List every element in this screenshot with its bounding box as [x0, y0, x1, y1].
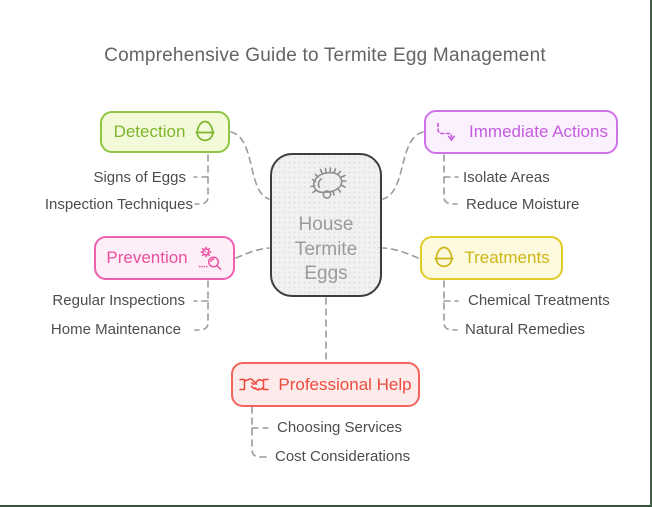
- termite-icon: [310, 167, 347, 199]
- subitem-regular-inspections: Regular Inspections: [52, 292, 185, 309]
- handshake-icon: [239, 377, 270, 390]
- node-treatments-label: Treatments: [464, 248, 550, 267]
- germ-magnifier-icon: [198, 246, 221, 270]
- subitem-home-maintenance: Home Maintenance: [50, 321, 181, 338]
- subitem-chemical-treatments: Chemical Treatments: [468, 292, 610, 309]
- node-prevention-label: Prevention: [106, 248, 188, 267]
- egg-icon: [434, 246, 454, 267]
- node-immediate-actions: Immediate Actions: [424, 110, 618, 154]
- page-title: Comprehensive Guide to Termite Egg Manag…: [104, 45, 546, 66]
- subitem-choosing-services: Choosing Services: [277, 419, 403, 436]
- subitem-cost-considerations: Cost Considerations: [275, 448, 411, 465]
- subitem-reduce-moisture: Reduce Moisture: [466, 196, 580, 213]
- subitem-signs-of-eggs: Signs of Eggs: [93, 169, 186, 186]
- node-prevention: Prevention: [94, 236, 235, 280]
- node-detection-label: Detection: [113, 122, 186, 141]
- node-immediate-actions-label: Immediate Actions: [469, 122, 608, 141]
- central-node-house-termite-eggs: House Termite Eggs: [270, 153, 382, 297]
- node-professional-help: Professional Help: [231, 362, 420, 407]
- egg-icon: [195, 120, 216, 141]
- node-detection: Detection: [100, 111, 230, 153]
- node-treatments: Treatments: [420, 236, 563, 280]
- central-node-label: House Termite Eggs: [294, 213, 358, 285]
- subitem-isolate-areas: Isolate Areas: [463, 169, 550, 186]
- subitem-inspection-techniques: Inspection Techniques: [44, 196, 193, 213]
- dashed-arrow-down-icon: [437, 122, 456, 142]
- subitem-natural-remedies: Natural Remedies: [465, 321, 586, 338]
- node-professional-help-label: Professional Help: [278, 374, 412, 394]
